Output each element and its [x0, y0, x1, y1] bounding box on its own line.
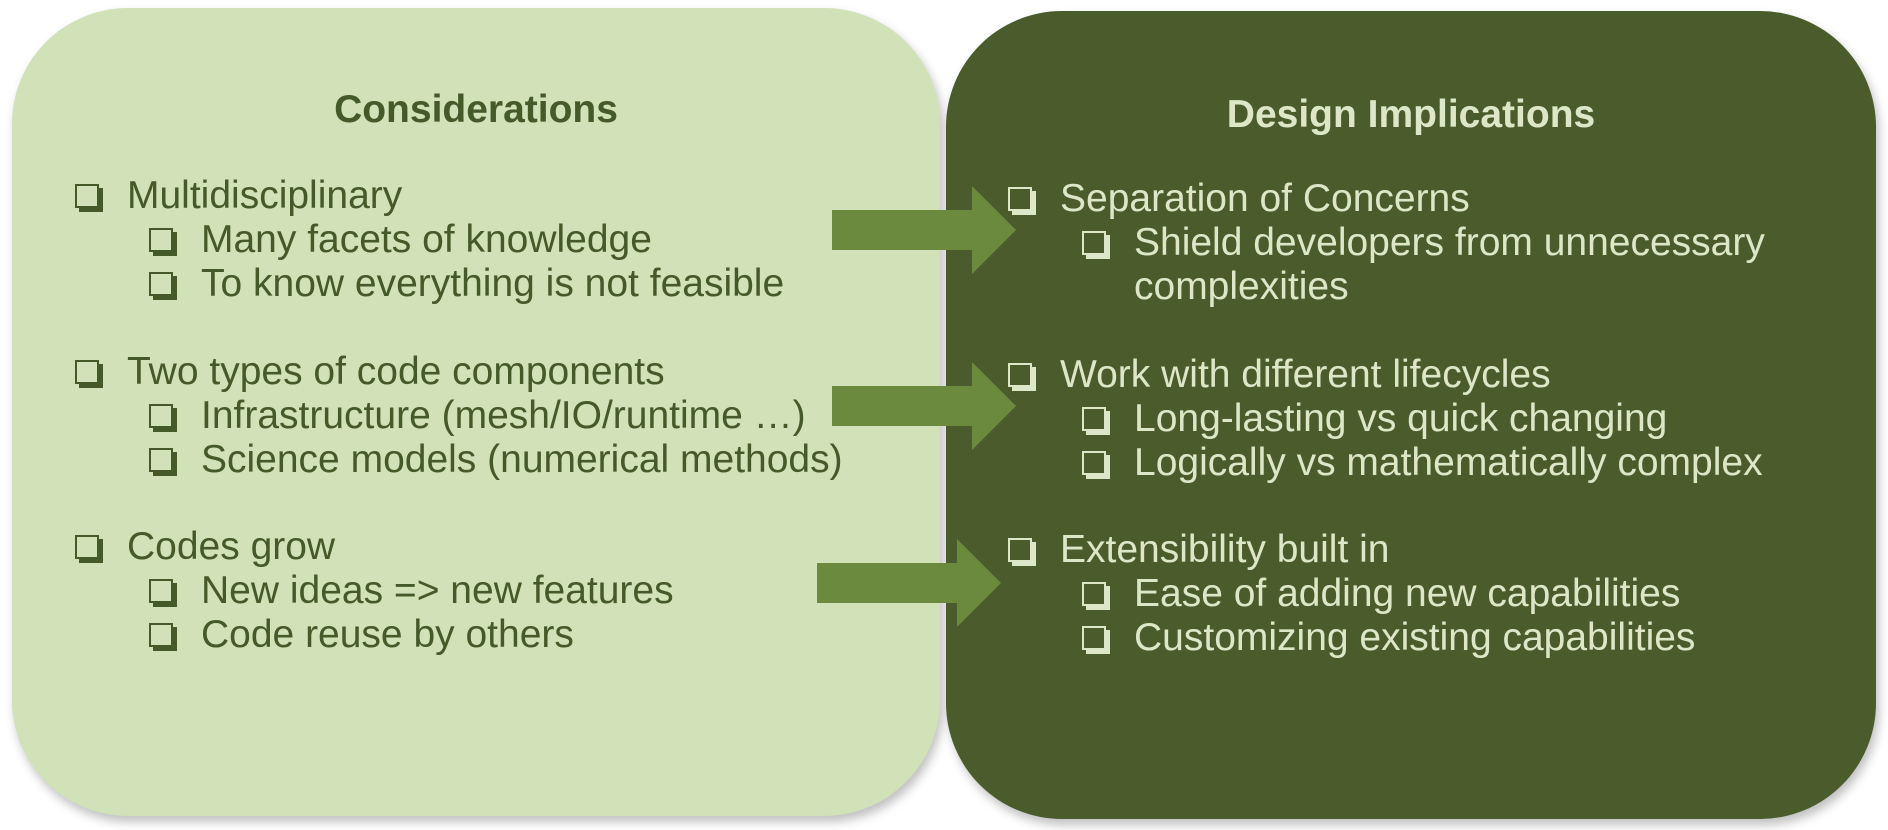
- checkbox-icon: [1082, 626, 1110, 654]
- checkbox-icon: [1082, 407, 1110, 435]
- checkbox-icon: [1082, 451, 1110, 479]
- checkbox-icon: [149, 448, 177, 476]
- list-item: Separation of Concerns: [1008, 177, 1824, 221]
- checkbox-icon: [1008, 187, 1036, 215]
- implication-group-extensibility: Extensibility built in Ease of adding ne…: [1008, 528, 1695, 660]
- list-item: New ideas => new features: [149, 569, 674, 613]
- list-item: Codes grow: [75, 525, 674, 569]
- arrow-right-icon: [832, 362, 1016, 450]
- list-item: Extensibility built in: [1008, 528, 1695, 572]
- list-item: Work with different lifecycles: [1008, 353, 1763, 397]
- list-item: Logically vs mathematically complex: [1082, 441, 1763, 485]
- checkbox-icon: [75, 535, 103, 563]
- implication-group-lifecycles: Work with different lifecycles Long-last…: [1008, 353, 1763, 485]
- list-item: Long-lasting vs quick changing: [1082, 397, 1763, 441]
- checkbox-icon: [1008, 538, 1036, 566]
- checkbox-icon: [149, 228, 177, 256]
- list-item: Science models (numerical methods): [149, 438, 843, 482]
- checkbox-icon: [1082, 231, 1110, 259]
- consideration-group-codes-grow: Codes grow New ideas => new features Cod…: [75, 525, 674, 657]
- list-item: Customizing existing capabilities: [1082, 616, 1695, 660]
- checkbox-icon: [149, 623, 177, 651]
- consideration-group-code-components: Two types of code components Infrastruct…: [75, 350, 843, 482]
- checkbox-icon: [75, 184, 103, 212]
- checkbox-icon: [75, 360, 103, 388]
- list-item: Many facets of knowledge: [149, 218, 784, 262]
- implication-group-separation: Separation of Concerns Shield developers…: [1008, 177, 1824, 309]
- design-implications-panel: Design Implications Separation of Concer…: [946, 11, 1876, 819]
- checkbox-icon: [149, 272, 177, 300]
- considerations-panel: Considerations Multidisciplinary Many fa…: [12, 8, 940, 816]
- checkbox-icon: [149, 404, 177, 432]
- considerations-title: Considerations: [334, 88, 618, 131]
- arrow-right-icon: [817, 539, 1001, 627]
- arrow-right-icon: [832, 186, 1016, 274]
- list-item: Code reuse by others: [149, 613, 674, 657]
- list-item: Multidisciplinary: [75, 174, 784, 218]
- design-implications-title: Design Implications: [1226, 93, 1596, 136]
- list-item: Ease of adding new capabilities: [1082, 572, 1695, 616]
- list-item: Shield developers from unnecessary compl…: [1082, 221, 1824, 309]
- consideration-group-multidisciplinary: Multidisciplinary Many facets of knowled…: [75, 174, 784, 306]
- checkbox-icon: [1008, 363, 1036, 391]
- list-item: To know everything is not feasible: [149, 262, 784, 306]
- list-item: Two types of code components: [75, 350, 843, 394]
- checkbox-icon: [1082, 582, 1110, 610]
- list-item: Infrastructure (mesh/IO/runtime …): [149, 394, 843, 438]
- checkbox-icon: [149, 579, 177, 607]
